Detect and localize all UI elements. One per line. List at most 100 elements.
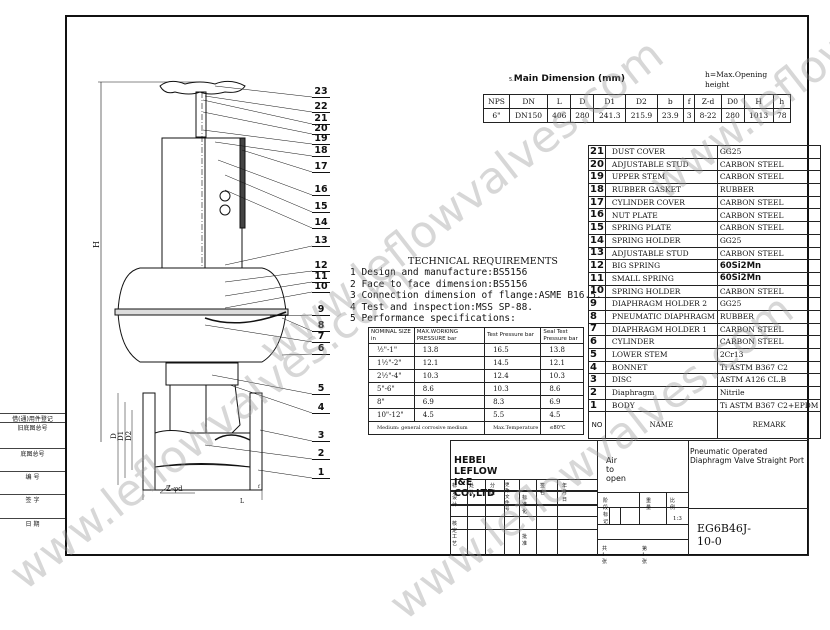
part-name: DIAPHRAGM HOLDER 1 bbox=[604, 322, 718, 337]
callout-17: 17 bbox=[312, 162, 330, 173]
leader-line bbox=[214, 141, 313, 157]
rev-label: 更改文件号 bbox=[505, 483, 510, 512]
dim-value: 6" bbox=[482, 108, 511, 123]
dim-label-D1: D1 bbox=[117, 430, 126, 442]
part-name: Diaphragm bbox=[604, 386, 718, 400]
perf-cell: 12.1 bbox=[540, 356, 584, 370]
perf-cell: 4.5 bbox=[540, 408, 584, 422]
leader-line bbox=[224, 291, 313, 309]
leader-line bbox=[217, 159, 313, 196]
perf-cell: 12.1 bbox=[413, 356, 486, 370]
leader-line bbox=[224, 245, 313, 266]
margin-label: 日 期 bbox=[0, 518, 65, 528]
perf-cell: 16.5 bbox=[484, 343, 542, 357]
perf-cell: 5.5 bbox=[484, 408, 542, 422]
part-no: 3 bbox=[588, 373, 606, 388]
perf-cell: ½"-1" bbox=[368, 343, 415, 357]
part-no: 17 bbox=[588, 195, 606, 210]
dim-value: 3 bbox=[682, 108, 696, 123]
part-no: 6 bbox=[588, 335, 606, 349]
perf-cell: 14.5 bbox=[484, 356, 542, 370]
leader-line bbox=[257, 469, 313, 479]
tech-item: 1 Design and manufacture:BS5156 bbox=[350, 267, 528, 279]
leader-line bbox=[202, 129, 313, 145]
dimension-note: h=Max.Opening height bbox=[705, 70, 768, 89]
part-name: DUST COVER bbox=[604, 145, 718, 159]
leader-line bbox=[224, 174, 313, 213]
part-remark: CARBON STEEL bbox=[716, 284, 822, 299]
rev-label: 标记 bbox=[452, 483, 458, 496]
callout-1: 1 bbox=[312, 468, 330, 479]
rev-label: 年月日 bbox=[562, 483, 568, 503]
callout-20: 20 bbox=[312, 124, 330, 135]
temp-value: ≤80℃ bbox=[540, 421, 584, 435]
perf-cell: 2½"-4" bbox=[368, 369, 415, 383]
callout-22: 22 bbox=[312, 102, 330, 113]
callout-8: 8 bbox=[312, 321, 330, 332]
sign-label: 核定 bbox=[452, 521, 458, 534]
part-remark: Ti ASTM B367 C2+EPDM bbox=[716, 398, 822, 413]
dim-header: NPS bbox=[482, 94, 511, 109]
leader-line bbox=[211, 374, 313, 395]
part-name: PNEUMATIC DIAPHRAGM bbox=[604, 309, 718, 324]
part-name: ADJUSTABLE STUD bbox=[604, 157, 718, 172]
dim-label-D2: D2 bbox=[125, 430, 134, 442]
perf-cell: 12.4 bbox=[484, 369, 542, 383]
parts-header-name: NAME bbox=[604, 411, 718, 440]
perf-cell: 8.6 bbox=[540, 382, 584, 396]
part-remark: 2Cr13 bbox=[716, 348, 822, 362]
dim-value: 280 bbox=[720, 108, 745, 123]
part-remark: Ti ASTM B367 C2 bbox=[716, 360, 822, 375]
perf-cell: 8.6 bbox=[413, 382, 486, 396]
part-name: BONNET bbox=[604, 360, 718, 375]
part-no: 4 bbox=[588, 360, 606, 375]
leader-line bbox=[224, 281, 313, 297]
callout-11: 11 bbox=[312, 272, 330, 283]
perf-header: Seal Test Pressure bar bbox=[540, 327, 584, 344]
operation-mode: Air to open bbox=[606, 456, 626, 483]
part-remark: ASTM A126 CL.B bbox=[716, 373, 822, 388]
part-name: BODY bbox=[604, 398, 718, 413]
leader-line bbox=[269, 314, 313, 317]
dim-header: h bbox=[772, 94, 791, 109]
part-no: 20 bbox=[588, 157, 606, 172]
part-name: SPRING PLATE bbox=[604, 221, 718, 235]
perf-cell: 6.9 bbox=[540, 395, 584, 409]
part-name: LOWER STEM bbox=[604, 348, 718, 362]
callout-14: 14 bbox=[312, 218, 330, 229]
perf-cell: 8" bbox=[368, 395, 415, 409]
part-remark: CARBON STEEL bbox=[716, 195, 822, 210]
valve-section-drawing bbox=[98, 80, 313, 500]
part-name: SPRING HOLDER bbox=[604, 233, 718, 248]
leader-line bbox=[259, 429, 313, 442]
part-no: 15 bbox=[588, 221, 606, 235]
leader-line bbox=[241, 149, 313, 173]
part-remark: CARBON STEEL bbox=[716, 157, 822, 172]
callout-5: 5 bbox=[312, 384, 330, 395]
part-remark: CARBON STEEL bbox=[716, 322, 822, 337]
leader-line bbox=[214, 85, 313, 98]
part-remark: 60Si2Mn bbox=[716, 271, 822, 286]
part-no: 2 bbox=[588, 386, 606, 400]
part-no: 7 bbox=[588, 322, 606, 337]
callout-7: 7 bbox=[312, 332, 330, 343]
dim-value: 280 bbox=[570, 108, 595, 123]
leader-line bbox=[204, 324, 313, 343]
sign-label: 工艺 bbox=[452, 534, 458, 547]
perf-cell: 6.9 bbox=[413, 395, 486, 409]
callout-6: 6 bbox=[312, 344, 330, 355]
dim-label-H: H bbox=[91, 241, 101, 248]
callout-16: 16 bbox=[312, 185, 330, 196]
dim-header: b bbox=[656, 94, 684, 109]
